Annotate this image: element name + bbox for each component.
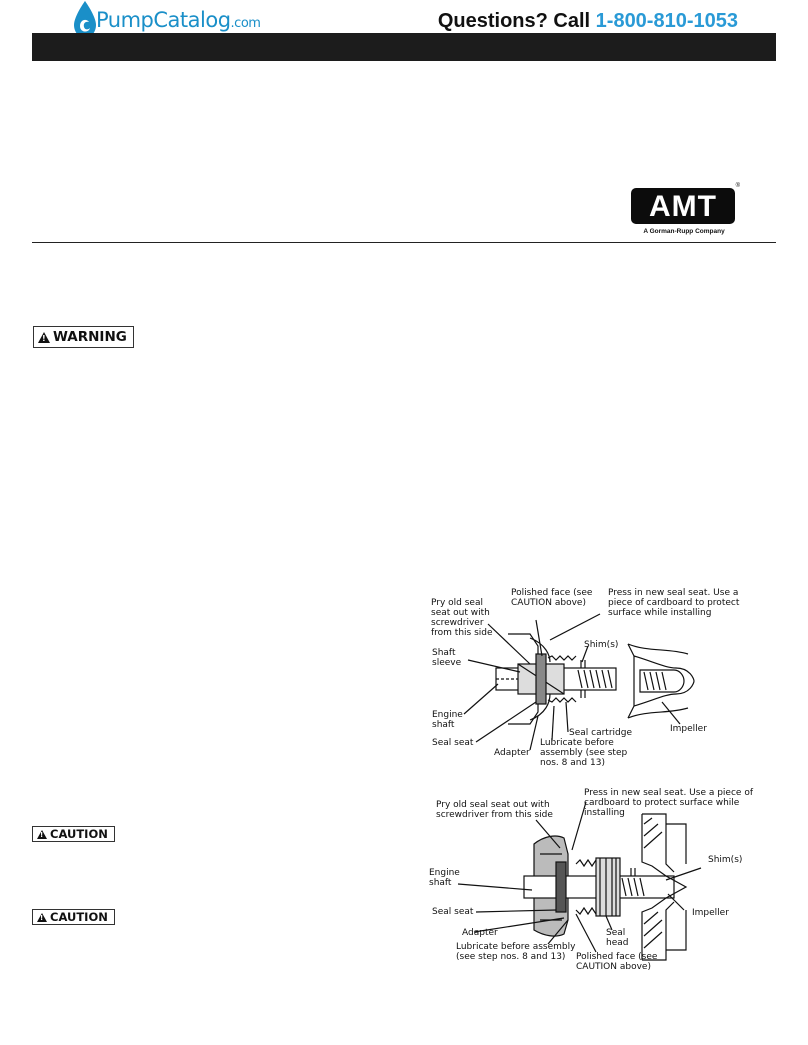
seal-cartridge-label: Seal cartridge bbox=[569, 728, 632, 738]
seal-diagram-top: Pry old seal seat out with screwdriver f… bbox=[418, 584, 768, 768]
pumpcatalog-logo[interactable]: PumpCatalog.com bbox=[72, 0, 272, 42]
registered-mark-icon: ® bbox=[735, 183, 740, 189]
polished-face-label: Polished face (see CAUTION above) bbox=[511, 588, 593, 608]
seal-seat-label: Seal seat bbox=[432, 907, 474, 917]
warning-label: WARNING bbox=[53, 329, 127, 345]
adapter-label: Adapter bbox=[494, 748, 530, 758]
polished-face-label: Polished face (see CAUTION above) bbox=[576, 952, 658, 972]
seal-seat-label: Seal seat bbox=[432, 738, 474, 748]
shims-label: Shim(s) bbox=[584, 640, 619, 650]
lubricate-label: Lubricate before assembly (see step nos.… bbox=[456, 942, 576, 962]
seal-assembly-drawing bbox=[463, 613, 695, 751]
impeller-label: Impeller bbox=[692, 908, 729, 918]
warning-badge: WARNING bbox=[33, 326, 134, 348]
water-drop-icon bbox=[74, 1, 96, 38]
caution-label: CAUTION bbox=[50, 910, 108, 924]
impeller-label: Impeller bbox=[670, 724, 707, 734]
caution-triangle-icon bbox=[37, 829, 47, 840]
logo-wordmark: PumpCatalog.com bbox=[96, 8, 261, 32]
caution-badge-1: CAUTION bbox=[32, 826, 115, 842]
pry-seal-label: Pry old seal seat out with screwdriver f… bbox=[431, 598, 493, 638]
phone-contact: Questions? Call 1-800-810-1053 bbox=[438, 10, 738, 33]
shaft-sleeve-label: Shaft sleeve bbox=[432, 648, 462, 668]
seal-diagram-bottom: Press in new seal seat. Use a piece of c… bbox=[416, 784, 776, 980]
shims-label: Shim(s) bbox=[708, 855, 743, 865]
caution-triangle-icon bbox=[37, 912, 47, 923]
lubricate-label: Lubricate before assembly (see step nos.… bbox=[540, 738, 628, 768]
engine-shaft-label: Engine shaft bbox=[429, 868, 460, 888]
caution-badge-2: CAUTION bbox=[32, 909, 115, 925]
pry-seal-label: Pry old seal seat out with screwdriver f… bbox=[436, 800, 553, 820]
amt-logo-mark: AMT bbox=[631, 188, 735, 224]
amt-tagline: A Gorman-Rupp Company bbox=[643, 228, 725, 235]
amt-logo: AMT ® A Gorman-Rupp Company bbox=[630, 183, 740, 238]
seal-head-label: Seal head bbox=[606, 928, 629, 948]
press-seal-label: Press in new seal seat. Use a piece of c… bbox=[584, 788, 753, 818]
header-divider bbox=[32, 242, 776, 243]
phone-number[interactable]: 1-800-810-1053 bbox=[595, 10, 738, 32]
engine-shaft-label: Engine shaft bbox=[432, 710, 463, 730]
seal-assembly-drawing bbox=[457, 801, 702, 961]
press-seal-label: Press in new seal seat. Use a piece of c… bbox=[608, 588, 740, 618]
warning-triangle-icon bbox=[38, 331, 50, 343]
adapter-label: Adapter bbox=[462, 928, 498, 938]
phone-prefix: Questions? Call bbox=[437, 10, 596, 32]
header-bar bbox=[32, 33, 776, 61]
caution-label: CAUTION bbox=[50, 827, 108, 841]
